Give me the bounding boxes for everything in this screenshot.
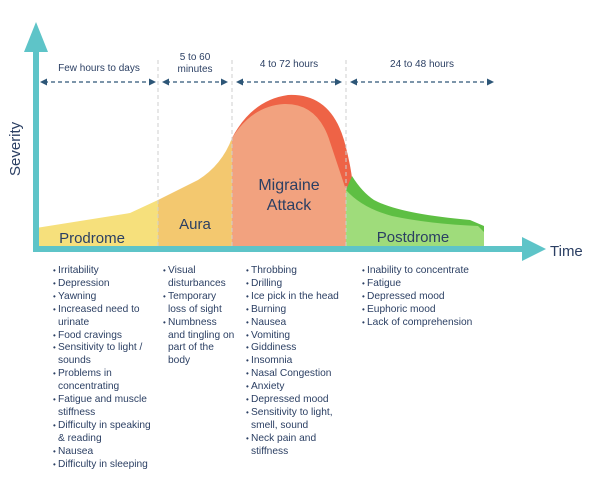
symptom-item: Nausea: [246, 317, 356, 330]
symptom-item: Yawning: [53, 291, 157, 304]
symptom-item: Problems in concentrating: [53, 368, 157, 394]
symptom-item: Difficulty in speaking & reading: [53, 420, 157, 446]
symptoms-list-postdrome: Inability to concentrateFatigueDepressed…: [362, 265, 497, 330]
arrowhead-right-icon: [487, 78, 494, 86]
phase-label-prodrome: Prodrome: [59, 230, 125, 247]
symptom-item: Irritability: [53, 265, 157, 278]
symptom-item: Increased need to urinate: [53, 304, 157, 330]
symptom-item: Nasal Congestion: [246, 368, 356, 381]
symptom-item: Ice pick in the head: [246, 291, 356, 304]
symptom-item: Anxiety: [246, 381, 356, 394]
symptom-item: Giddiness: [246, 342, 356, 355]
phase-label-postdrome: Postdrome: [377, 229, 450, 246]
prodrome-region: [36, 200, 158, 248]
arrowhead-right-icon: [221, 78, 228, 86]
symptom-item: Nausea: [53, 446, 157, 459]
arrowhead-left-icon: [350, 78, 357, 86]
aura-region: [158, 138, 232, 248]
symptom-item: Fatigue and muscle stiffness: [53, 394, 157, 420]
symptom-item: Depression: [53, 278, 157, 291]
symptom-item: Depressed mood: [246, 394, 356, 407]
symptom-item: Vomiting: [246, 330, 356, 343]
postdrome-region: [346, 190, 484, 248]
symptom-item: Burning: [246, 304, 356, 317]
y-axis-label: Severity: [7, 121, 24, 176]
symptoms-list-aura: Visual disturbancesTemporary loss of sig…: [163, 265, 235, 368]
duration-attack: 4 to 72 hours: [260, 59, 318, 70]
symptom-item: Throbbing: [246, 265, 356, 278]
symptom-item: Sensitivity to light / sounds: [53, 342, 157, 368]
phase-label-aura: Aura: [179, 216, 211, 233]
duration-postdrome: 24 to 48 hours: [390, 59, 454, 70]
symptom-item: Difficulty in sleeping: [53, 459, 157, 472]
symptom-item: Drilling: [246, 278, 356, 291]
symptom-item: Euphoric mood: [362, 304, 497, 317]
symptom-item: Numbness and tingling on part of the bod…: [163, 317, 235, 369]
symptom-item: Inability to concentrate: [362, 265, 497, 278]
arrowhead-left-icon: [162, 78, 169, 86]
symptoms-list-prodrome: IrritabilityDepressionYawningIncreased n…: [53, 265, 157, 472]
arrowhead-right-icon: [335, 78, 342, 86]
arrowhead-right-icon: [149, 78, 156, 86]
x-axis-label: Time: [550, 243, 583, 260]
x-axis-arrow-icon: [522, 237, 546, 261]
duration-prodrome: Few hours to days: [58, 63, 140, 74]
arrowhead-left-icon: [236, 78, 243, 86]
symptom-item: Visual disturbances: [163, 265, 235, 291]
symptom-item: Insomnia: [246, 355, 356, 368]
symptom-item: Food cravings: [53, 330, 157, 343]
symptom-item: Neck pain and stiffness: [246, 433, 356, 459]
attack-region: [232, 103, 346, 248]
symptom-item: Fatigue: [362, 278, 497, 291]
symptom-item: Sensitivity to light, smell, sound: [246, 407, 356, 433]
symptoms-list-attack: ThrobbingDrillingIce pick in the headBur…: [246, 265, 356, 459]
symptom-item: Temporary loss of sight: [163, 291, 235, 317]
arrowhead-left-icon: [40, 78, 47, 86]
symptom-item: Depressed mood: [362, 291, 497, 304]
y-axis-arrow-icon: [24, 22, 48, 52]
symptom-item: Lack of comprehension: [362, 317, 497, 330]
